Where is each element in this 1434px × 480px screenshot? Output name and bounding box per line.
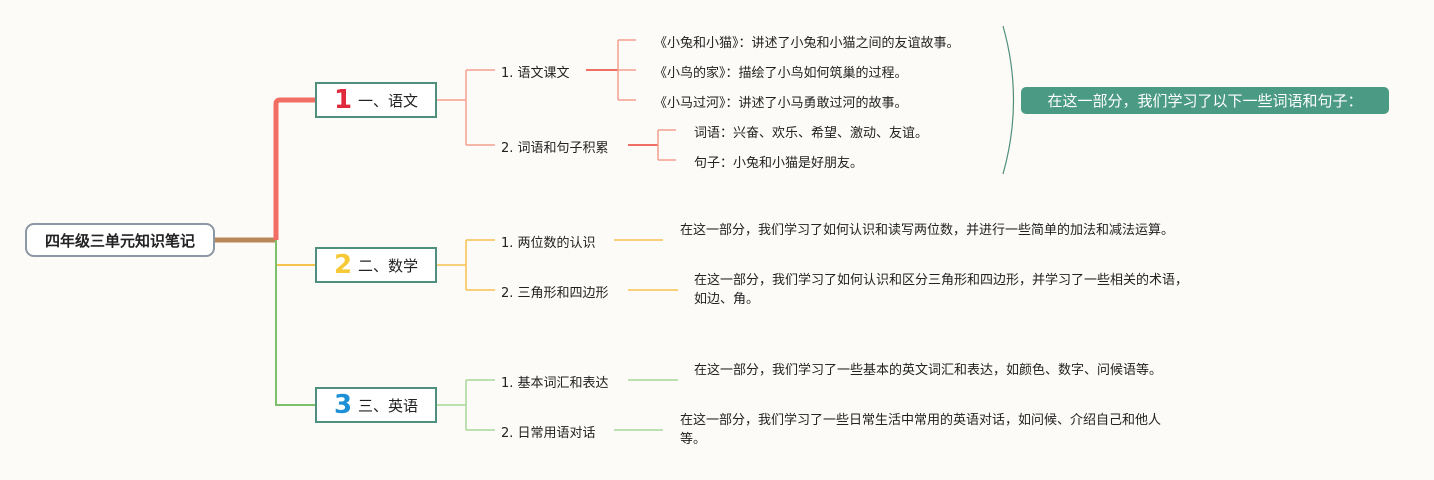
sub-topic-chinese-texts[interactable]: 1. 语文课文: [501, 66, 570, 81]
branch-english[interactable]: 3 三、英语: [315, 387, 437, 423]
sub-topic-words-sentences[interactable]: 2. 词语和句子积累: [501, 141, 609, 156]
number-3-icon: 3: [333, 390, 353, 420]
branch-label: 二、数学: [358, 256, 419, 275]
branch-label: 三、英语: [358, 396, 419, 415]
branch-1-sub-connectors: [437, 69, 495, 146]
root-topic[interactable]: 四年级三单元知识笔记: [25, 223, 215, 257]
branch-2-connector: [275, 240, 315, 266]
branch-2-sub-connectors: [437, 239, 678, 291]
leaf-text-3[interactable]: 《小马过河》：讲述了小马勇敢过河的故事。: [654, 96, 908, 111]
summary-bracket: [1002, 25, 1015, 175]
desc-dialogues[interactable]: 在这一部分，我们学习了一些日常生活中常用的英语对话，如问候、介绍自己和他人等。: [680, 413, 1162, 447]
number-2-icon: 2: [333, 250, 353, 280]
desc-shapes[interactable]: 在这一部分，我们学习了如何认识和区分三角形和四边形，并学习了一些相关的术语，如边…: [694, 273, 1189, 307]
sub-topic-shapes[interactable]: 2. 三角形和四边形: [501, 286, 609, 301]
branch-math[interactable]: 2 二、数学: [315, 247, 437, 283]
leaf-sentence[interactable]: 句子：小兔和小猫是好朋友。: [694, 156, 864, 171]
number-1-icon: 1: [333, 85, 353, 115]
sub-topic-dialogues[interactable]: 2. 日常用语对话: [501, 426, 596, 441]
branch-3-connector: [275, 240, 315, 406]
desc-two-digit-numbers[interactable]: 在这一部分，我们学习了如何认识和读写两位数，并进行一些简单的加法和减法运算。: [680, 223, 1175, 238]
desc-vocabulary[interactable]: 在这一部分，我们学习了一些基本的英文词汇和表达，如颜色、数字、问候语等。: [694, 363, 1163, 378]
branch-chinese[interactable]: 1 一、语文: [315, 82, 437, 118]
branch-label: 一、语文: [358, 91, 419, 110]
leaf-words[interactable]: 词语：兴奋、欢乐、希望、激动、友谊。: [694, 126, 929, 141]
sub-topic-vocabulary[interactable]: 1. 基本词汇和表达: [501, 376, 609, 391]
sub-1-1-connectors: [586, 39, 636, 101]
summary-box[interactable]: 在这一部分，我们学习了以下一些词语和句子：: [1021, 87, 1389, 114]
sub-topic-two-digit-numbers[interactable]: 1. 两位数的认识: [501, 236, 596, 251]
leaf-text-1[interactable]: 《小兔和小猫》：讲述了小兔和小猫之间的友谊故事。: [654, 36, 960, 51]
branch-3-sub-connectors: [437, 379, 678, 431]
branch-1-connector: [273, 97, 315, 240]
leaf-text-2[interactable]: 《小鸟的家》：描绘了小鸟如何筑巢的过程。: [654, 66, 908, 81]
sub-1-2-connectors: [628, 129, 676, 161]
